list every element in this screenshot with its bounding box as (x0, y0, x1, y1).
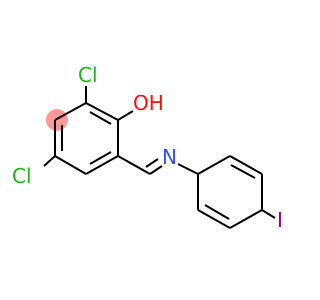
chlorine-atom-label: Cl (78, 63, 98, 87)
bond-c-i (261, 209, 276, 219)
bond-inner (204, 204, 230, 220)
bond-c-o (117, 110, 134, 121)
nitrogen-atom-label: N (162, 145, 177, 169)
bond (197, 155, 231, 175)
bond (229, 209, 263, 229)
hydroxyl-label: OH (133, 91, 164, 115)
iodophenyl-ring (197, 155, 263, 229)
bond (229, 155, 263, 175)
molecule-canvas: Cl OH Cl N I (12, 63, 283, 232)
bond (85, 155, 119, 175)
bond-inner (89, 111, 112, 125)
imine-bond-second (145, 158, 159, 168)
bond (54, 155, 87, 175)
phenol-ring (54, 102, 119, 175)
bond-n-c (177, 163, 199, 175)
bond (197, 209, 231, 229)
molecule-structure: Cl OH Cl N I (12, 63, 283, 232)
iodine-atom-label: I (277, 208, 283, 232)
bond-c-cl (43, 155, 56, 167)
bond-inner (230, 164, 256, 179)
chlorine-atom-label: Cl (12, 164, 32, 188)
bond (54, 102, 87, 121)
bond-inner (89, 151, 112, 165)
bond-c-ch (117, 155, 151, 175)
imine-bond (149, 165, 163, 175)
bond (85, 102, 119, 121)
